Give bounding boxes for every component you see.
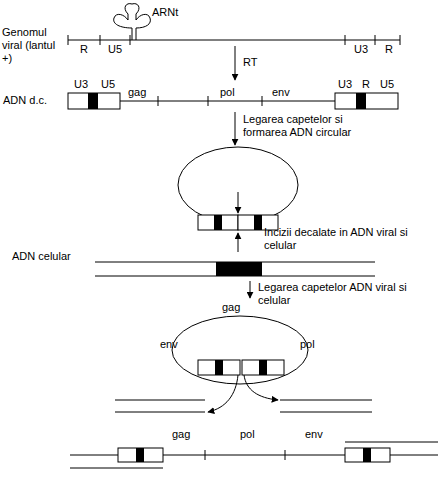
- gene-label: pol: [220, 86, 235, 99]
- step-note: Legarea capetelor ADN viral si celular: [258, 281, 438, 307]
- enzyme-label: RT: [243, 56, 257, 69]
- region-label: U5: [108, 43, 122, 56]
- ltr-label: U5: [101, 78, 115, 91]
- gene-label: gag: [128, 86, 146, 99]
- region-label: R: [385, 43, 393, 56]
- trna-label: ARNt: [152, 6, 178, 19]
- gene-label: pol: [240, 428, 255, 441]
- region-label: U3: [354, 43, 368, 56]
- ltr-label: R: [362, 78, 370, 91]
- dna-label: ADN d.c.: [3, 94, 47, 107]
- gene-label: pol: [300, 338, 315, 351]
- gene-label: env: [272, 86, 290, 99]
- ltr-label: U3: [338, 78, 352, 91]
- gene-label: gag: [222, 301, 240, 314]
- gene-label: gag: [172, 428, 190, 441]
- dna-label: ADN celular: [12, 250, 71, 263]
- ltr-label: U5: [380, 78, 394, 91]
- genome-label: Genomul viral (lantul +): [2, 26, 68, 65]
- step-note: Incizii decalate in ADN viral si celular: [264, 226, 440, 252]
- region-label: R: [80, 43, 88, 56]
- gene-label: env: [160, 338, 178, 351]
- step-note: Legarea capetelor si formarea ADN circul…: [243, 113, 361, 139]
- gene-label: env: [305, 428, 323, 441]
- ltr-label: U3: [74, 78, 88, 91]
